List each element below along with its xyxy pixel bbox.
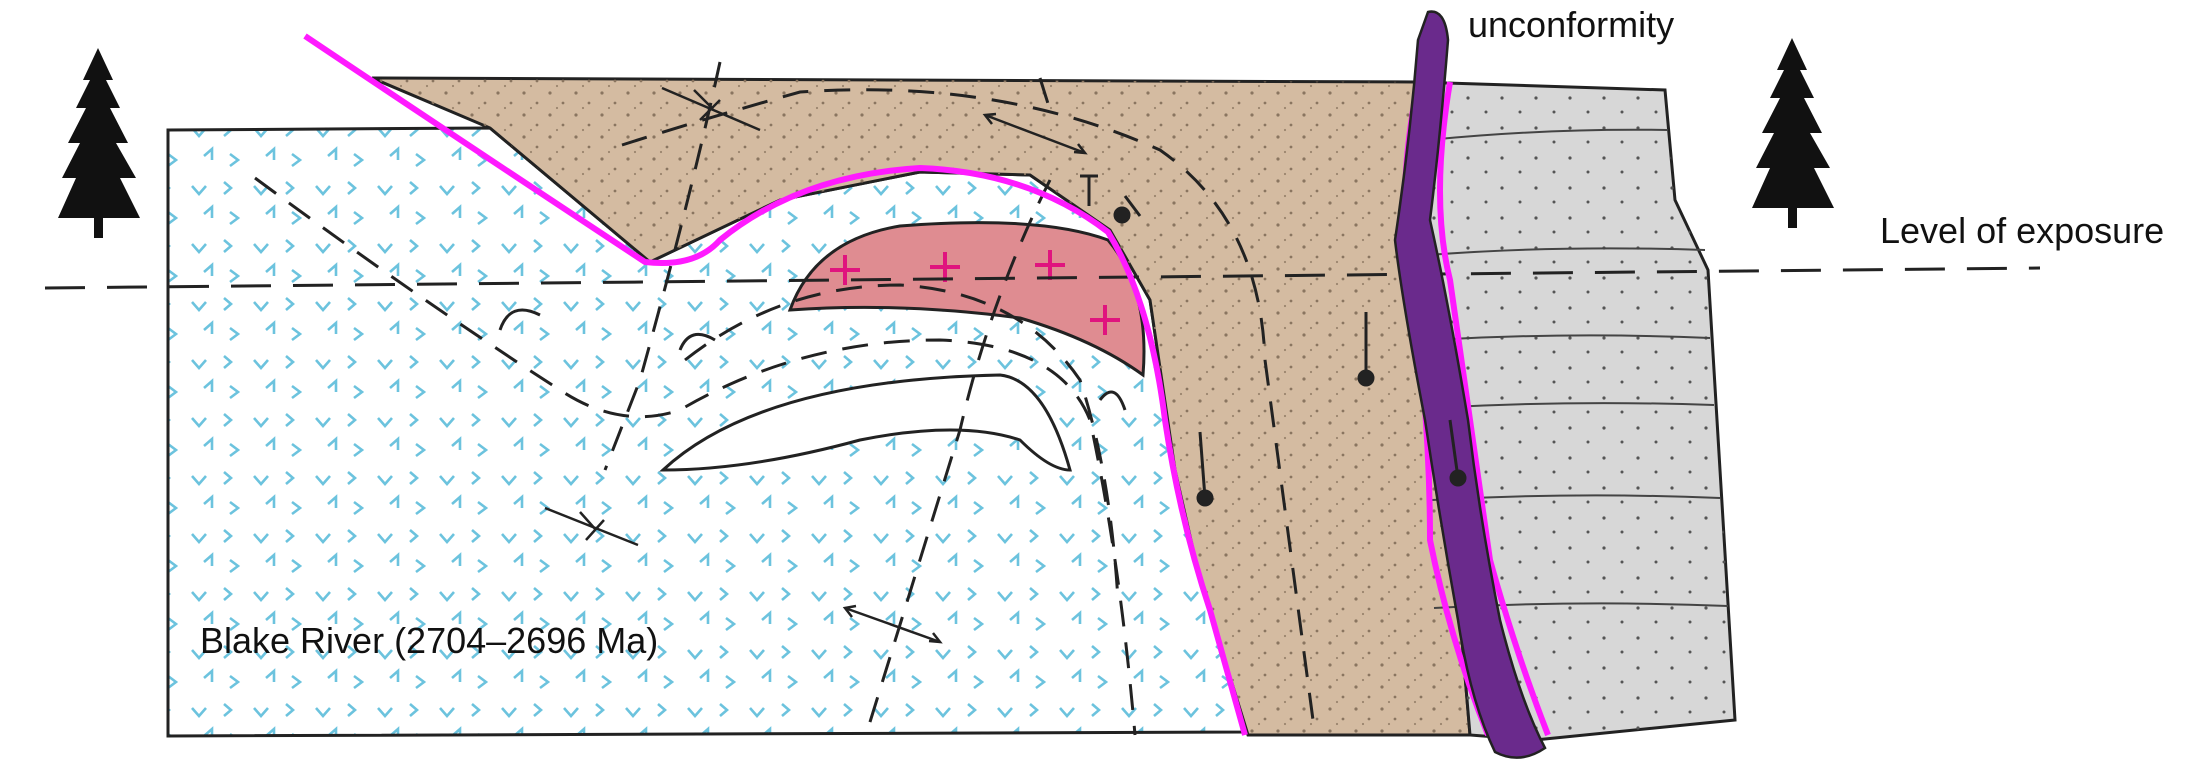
conifer-tree-icon [1752,38,1834,228]
conifer-tree-icon [58,48,140,238]
blake-river-label: Blake River (2704–2696 Ma) [200,620,658,662]
level-of-exposure-label: Level of exposure [1880,210,2164,252]
unconformity-label: unconformity [1468,4,1674,46]
